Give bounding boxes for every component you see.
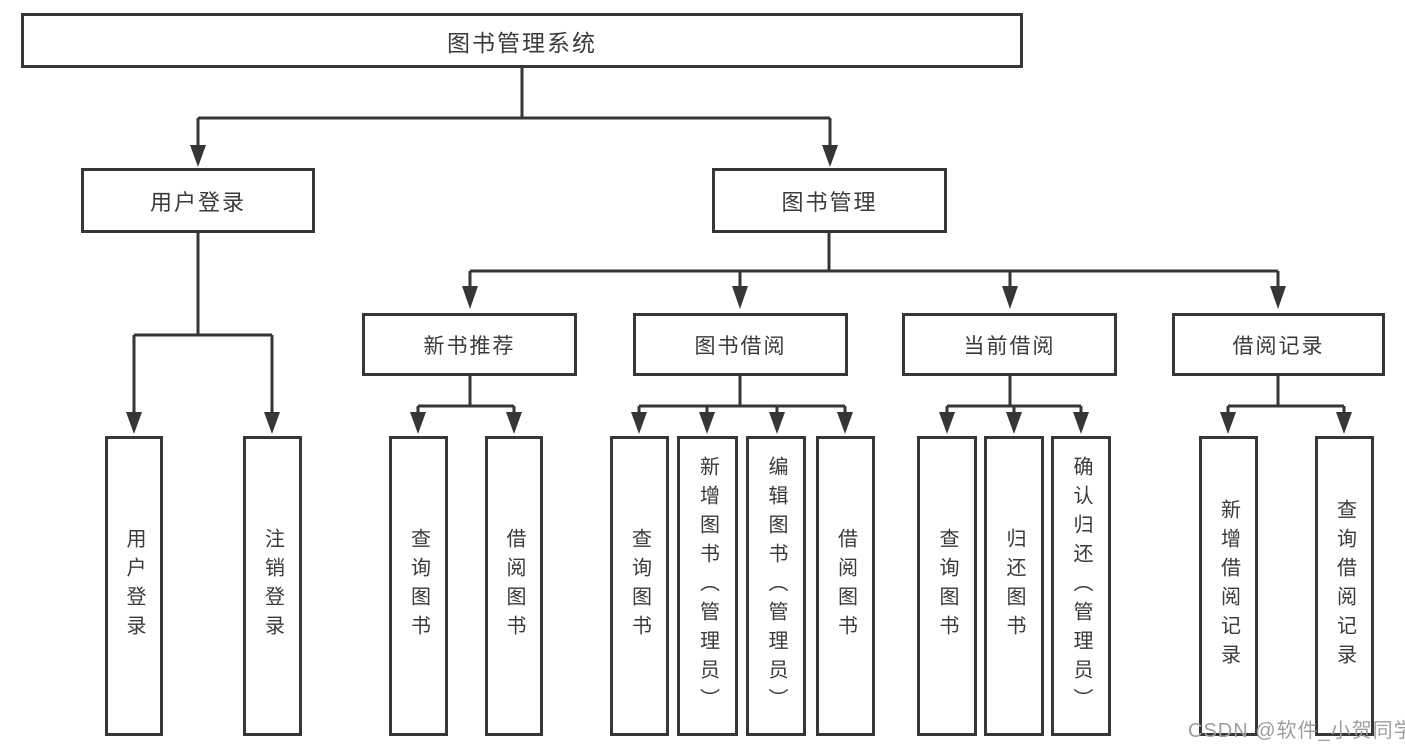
node-user-login-label: 用户登录 (149, 189, 246, 215)
node-current-borrow-label: 当前借阅 (963, 334, 1056, 358)
leaf-bb-query-books-label: 查询图书 (628, 528, 651, 644)
leaf-nb-borrow-books-label: 借阅图书 (503, 528, 525, 644)
leaf-cb-return-books-label: 归还图书 (1003, 528, 1025, 644)
leaf-bb-borrow-books: 借阅图书 (816, 436, 875, 736)
csdn-watermark: CSDN @软件_小贺同学 (1188, 720, 1405, 742)
connector-book-management-branch (462, 233, 1286, 309)
node-new-book-recommend: 新书推荐 (362, 313, 577, 376)
node-borrow-records: 借阅记录 (1172, 313, 1385, 376)
leaf-logout: 注销登录 (243, 436, 302, 736)
leaf-bb-borrow-books-label: 借阅图书 (834, 528, 857, 644)
node-book-management: 图书管理 (712, 168, 947, 233)
node-borrow-records-label: 借阅记录 (1232, 334, 1325, 358)
connector-current-borrow-branch (939, 376, 1089, 434)
leaf-nb-borrow-books: 借阅图书 (485, 436, 543, 736)
leaf-bb-add-books-admin-label: 新增图书（管理员） (696, 455, 719, 717)
leaf-cb-confirm-return-admin: 确认归还（管理员） (1051, 436, 1111, 736)
leaf-cb-confirm-return-admin-label: 确认归还（管理员） (1070, 455, 1092, 717)
leaf-bb-add-books-admin: 新增图书（管理员） (677, 436, 738, 736)
leaf-nb-query-books: 查询图书 (389, 436, 448, 736)
leaf-user-login-label: 用户登录 (123, 528, 145, 644)
connector-book-borrow-branch (631, 376, 853, 434)
leaf-br-add-record: 新增借阅记录 (1199, 436, 1258, 736)
node-root-label: 图书管理系统 (447, 29, 597, 56)
leaf-bb-edit-books-admin-label: 编辑图书（管理员） (765, 455, 787, 717)
leaf-user-login: 用户登录 (105, 436, 163, 736)
leaf-cb-query-books: 查询图书 (917, 436, 977, 736)
node-book-borrow-label: 图书借阅 (694, 334, 787, 358)
node-root: 图书管理系统 (21, 13, 1023, 68)
leaf-cb-return-books: 归还图书 (984, 436, 1044, 736)
leaf-cb-query-books-label: 查询图书 (936, 528, 958, 644)
node-book-borrow: 图书借阅 (633, 313, 848, 376)
connector-user-login-branch (126, 233, 280, 434)
connector-borrow-records-branch (1220, 376, 1352, 434)
connector-new-book-branch (410, 376, 522, 434)
leaf-bb-query-books: 查询图书 (610, 436, 669, 736)
leaf-logout-label: 注销登录 (261, 528, 284, 644)
leaf-bb-edit-books-admin: 编辑图书（管理员） (746, 436, 806, 736)
leaf-br-query-record: 查询借阅记录 (1315, 436, 1374, 736)
leaf-nb-query-books-label: 查询图书 (407, 528, 430, 644)
leaf-br-add-record-label: 新增借阅记录 (1217, 499, 1240, 673)
node-new-book-recommend-label: 新书推荐 (423, 334, 516, 358)
connector-root-to-level2 (190, 68, 838, 167)
leaf-br-query-record-label: 查询借阅记录 (1333, 499, 1356, 673)
node-current-borrow: 当前借阅 (902, 313, 1117, 376)
node-book-management-label: 图书管理 (781, 189, 878, 215)
node-user-login: 用户登录 (81, 168, 315, 233)
